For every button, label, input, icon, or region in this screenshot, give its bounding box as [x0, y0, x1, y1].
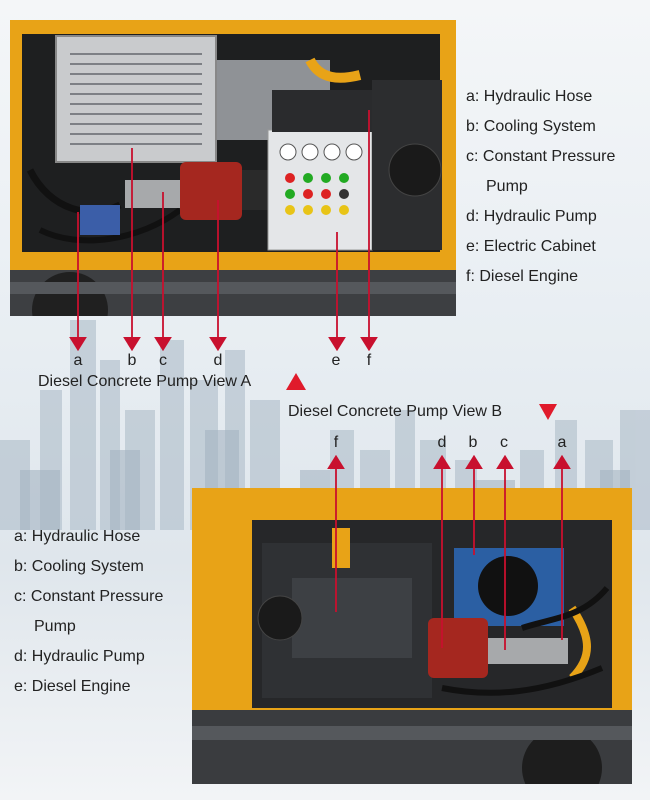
callout-letter-d: d: [213, 352, 223, 369]
legend-view-a: a: Hydraulic Hose b: Cooling System c: C…: [466, 82, 615, 292]
legend-item-constant-pressure-cont: Pump: [34, 618, 76, 635]
legend-item-constant-pressure: c: Constant Pressure: [14, 588, 164, 605]
legend-item-diesel-engine: e: Diesel Engine: [14, 678, 131, 695]
callout-letter-f: f: [366, 352, 372, 369]
callout-letter-b: b: [127, 352, 137, 369]
view-b-title: Diesel Concrete Pump View B: [288, 403, 503, 420]
callout-letter-c: c: [500, 434, 508, 451]
legend-item-cooling-system: b: Cooling System: [466, 118, 596, 135]
legend-item-electric-cabinet: e: Electric Cabinet: [466, 238, 596, 255]
pump-view-b-photo: [192, 488, 632, 784]
legend-item-constant-pressure: c: Constant Pressure: [466, 148, 616, 165]
callout-letter-a: a: [73, 352, 83, 369]
pump-view-a-photo: [10, 20, 456, 316]
callout-letter-a: a: [557, 434, 567, 451]
legend-item-hydraulic-pump: d: Hydraulic Pump: [466, 208, 597, 225]
callout-letter-d: d: [437, 434, 447, 451]
callout-letter-f: f: [333, 434, 339, 451]
legend-item-hydraulic-hose: a: Hydraulic Hose: [466, 88, 593, 105]
legend-item-diesel-engine: f: Diesel Engine: [466, 268, 579, 285]
legend-view-b: a: Hydraulic Hose b: Cooling System c: C…: [14, 522, 163, 702]
legend-item-hydraulic-hose: a: Hydraulic Hose: [14, 528, 141, 545]
view-a-title: Diesel Concrete Pump View A: [38, 373, 252, 390]
legend-item-constant-pressure-cont: Pump: [486, 178, 528, 195]
callout-letter-c: c: [159, 352, 167, 369]
legend-item-hydraulic-pump: d: Hydraulic Pump: [14, 648, 145, 665]
callout-letter-e: e: [331, 352, 341, 369]
callout-letter-b: b: [468, 434, 478, 451]
legend-item-cooling-system: b: Cooling System: [14, 558, 144, 575]
